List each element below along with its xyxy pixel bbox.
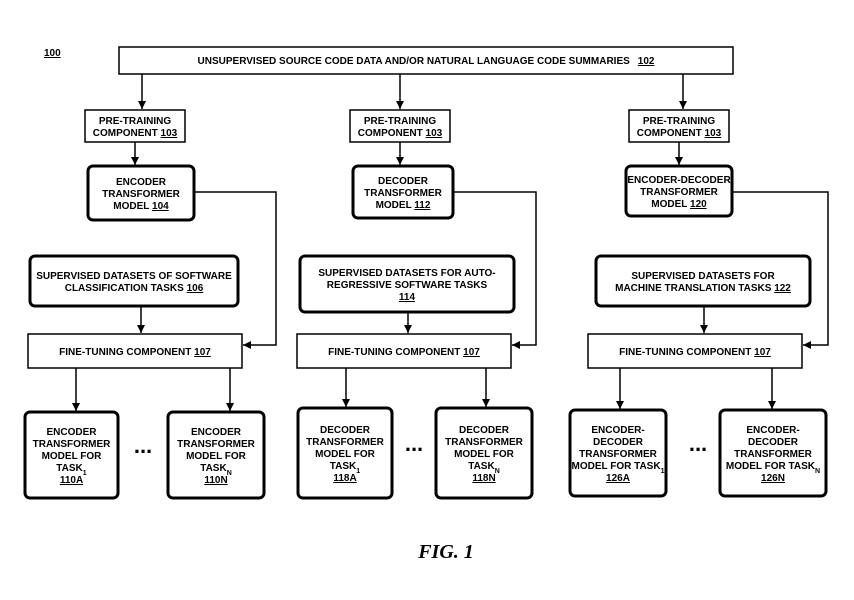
transformer-model-box-1 — [86, 164, 196, 222]
source-data-label: UNSUPERVISED SOURCE CODE DATA AND/OR NAT… — [198, 56, 631, 67]
figure-ref: 100 — [44, 48, 61, 59]
supervised-dataset-box-3 — [594, 254, 812, 308]
task1-model-box-1 — [23, 410, 120, 500]
supervised-dataset-box-2 — [298, 254, 516, 314]
supervised-dataset-box-1 — [28, 254, 240, 308]
finetuning-component-box-2 — [296, 333, 512, 369]
arrow-model-to-finetune-2 — [453, 191, 537, 349]
finetuning-component-text-3: FINE-TUNING COMPONENT 107 — [619, 347, 771, 358]
ellipsis-3: ... — [689, 431, 707, 456]
transformer-model-box-3 — [624, 164, 734, 218]
finetuning-component-box-3 — [587, 333, 803, 369]
taskn-model-box-1 — [166, 410, 266, 500]
pretraining-component-box-2 — [349, 109, 451, 143]
task1-model-box-3 — [568, 408, 668, 498]
task1-model-box-2 — [296, 406, 394, 500]
taskn-model-box-2 — [434, 406, 534, 500]
figure-caption: FIG. 1 — [417, 541, 474, 563]
pretraining-component-box-1 — [84, 109, 186, 143]
ellipsis-2: ... — [405, 431, 423, 456]
arrow-model-to-finetune-1 — [194, 191, 277, 349]
finetuning-component-text-1: FINE-TUNING COMPONENT 107 — [59, 347, 211, 358]
finetuning-component-text-2: FINE-TUNING COMPONENT 107 — [328, 347, 480, 358]
source-data-box — [118, 46, 734, 75]
supervised-dataset-text-2: SUPERVISED DATASETS FOR AUTO-REGRESSIVE … — [318, 268, 495, 303]
arrow-model-to-finetune-3 — [732, 191, 829, 349]
taskn-model-box-3 — [718, 408, 828, 498]
finetuning-component-box-1 — [27, 333, 243, 369]
ellipsis-1: ... — [134, 433, 152, 458]
source-data-ref: 102 — [638, 56, 655, 67]
